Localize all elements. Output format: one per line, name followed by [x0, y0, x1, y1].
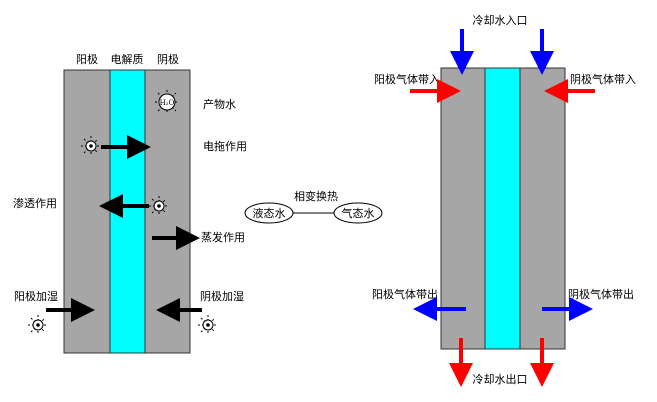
water-molecule-icon-anode-humidify: [28, 315, 48, 335]
phase-change-group: 相变换热 液态水 气态水: [244, 189, 383, 224]
liquid-water-label: 液态水: [253, 206, 286, 220]
electro-drag-label: 电拖作用: [203, 139, 247, 153]
product-water-icon: H₂O: [155, 90, 179, 114]
anode-humidify-label: 阳极加湿: [14, 289, 58, 303]
anode-gas-in-label: 阳极气体带入: [374, 72, 440, 86]
electrolyte-membrane: [109, 69, 146, 354]
phase-change-title: 相变换热: [294, 189, 338, 203]
water-molecule-icon-osmosis: [149, 196, 169, 216]
right-cell: 冷却水入口 阳极气体带入 阴极气体带入 阳极气体带出 阴极气体带出 冷却水出口: [372, 14, 636, 387]
water-symbol: H₂O: [160, 99, 175, 107]
left-cell: 阳极 电解质 阴极 H₂O 产物水 电拖: [13, 52, 247, 354]
gas-water-label: 气态水: [342, 206, 375, 220]
product-water-label: 产物水: [203, 97, 236, 111]
anode-plate-right: [440, 67, 486, 350]
anode-gas-out-label: 阳极气体带出: [372, 287, 438, 301]
water-molecule-icon-drag: [81, 136, 101, 156]
cathode-label: 阴极: [157, 52, 179, 66]
membrane-right: [484, 67, 521, 350]
liquid-water-ellipse: [244, 202, 294, 224]
evaporation-label: 蒸发作用: [201, 230, 245, 244]
water-molecule-icon-cathode-humidify: [198, 315, 218, 335]
anode-label: 阳极: [76, 52, 98, 66]
osmosis-label: 渗透作用: [13, 196, 57, 210]
coolant-in-label: 冷却水入口: [473, 14, 528, 27]
cathode-plate-right: [519, 67, 566, 350]
coolant-out-label: 冷却水出口: [473, 372, 528, 386]
cathode-gas-in-label: 阴极气体带入: [570, 72, 636, 86]
cathode-humidify-label: 阴极加湿: [200, 289, 244, 303]
electrolyte-label: 电解质: [111, 52, 144, 66]
cathode-gas-out-label: 阴极气体带出: [568, 287, 634, 301]
gas-water-ellipse: [333, 202, 383, 224]
